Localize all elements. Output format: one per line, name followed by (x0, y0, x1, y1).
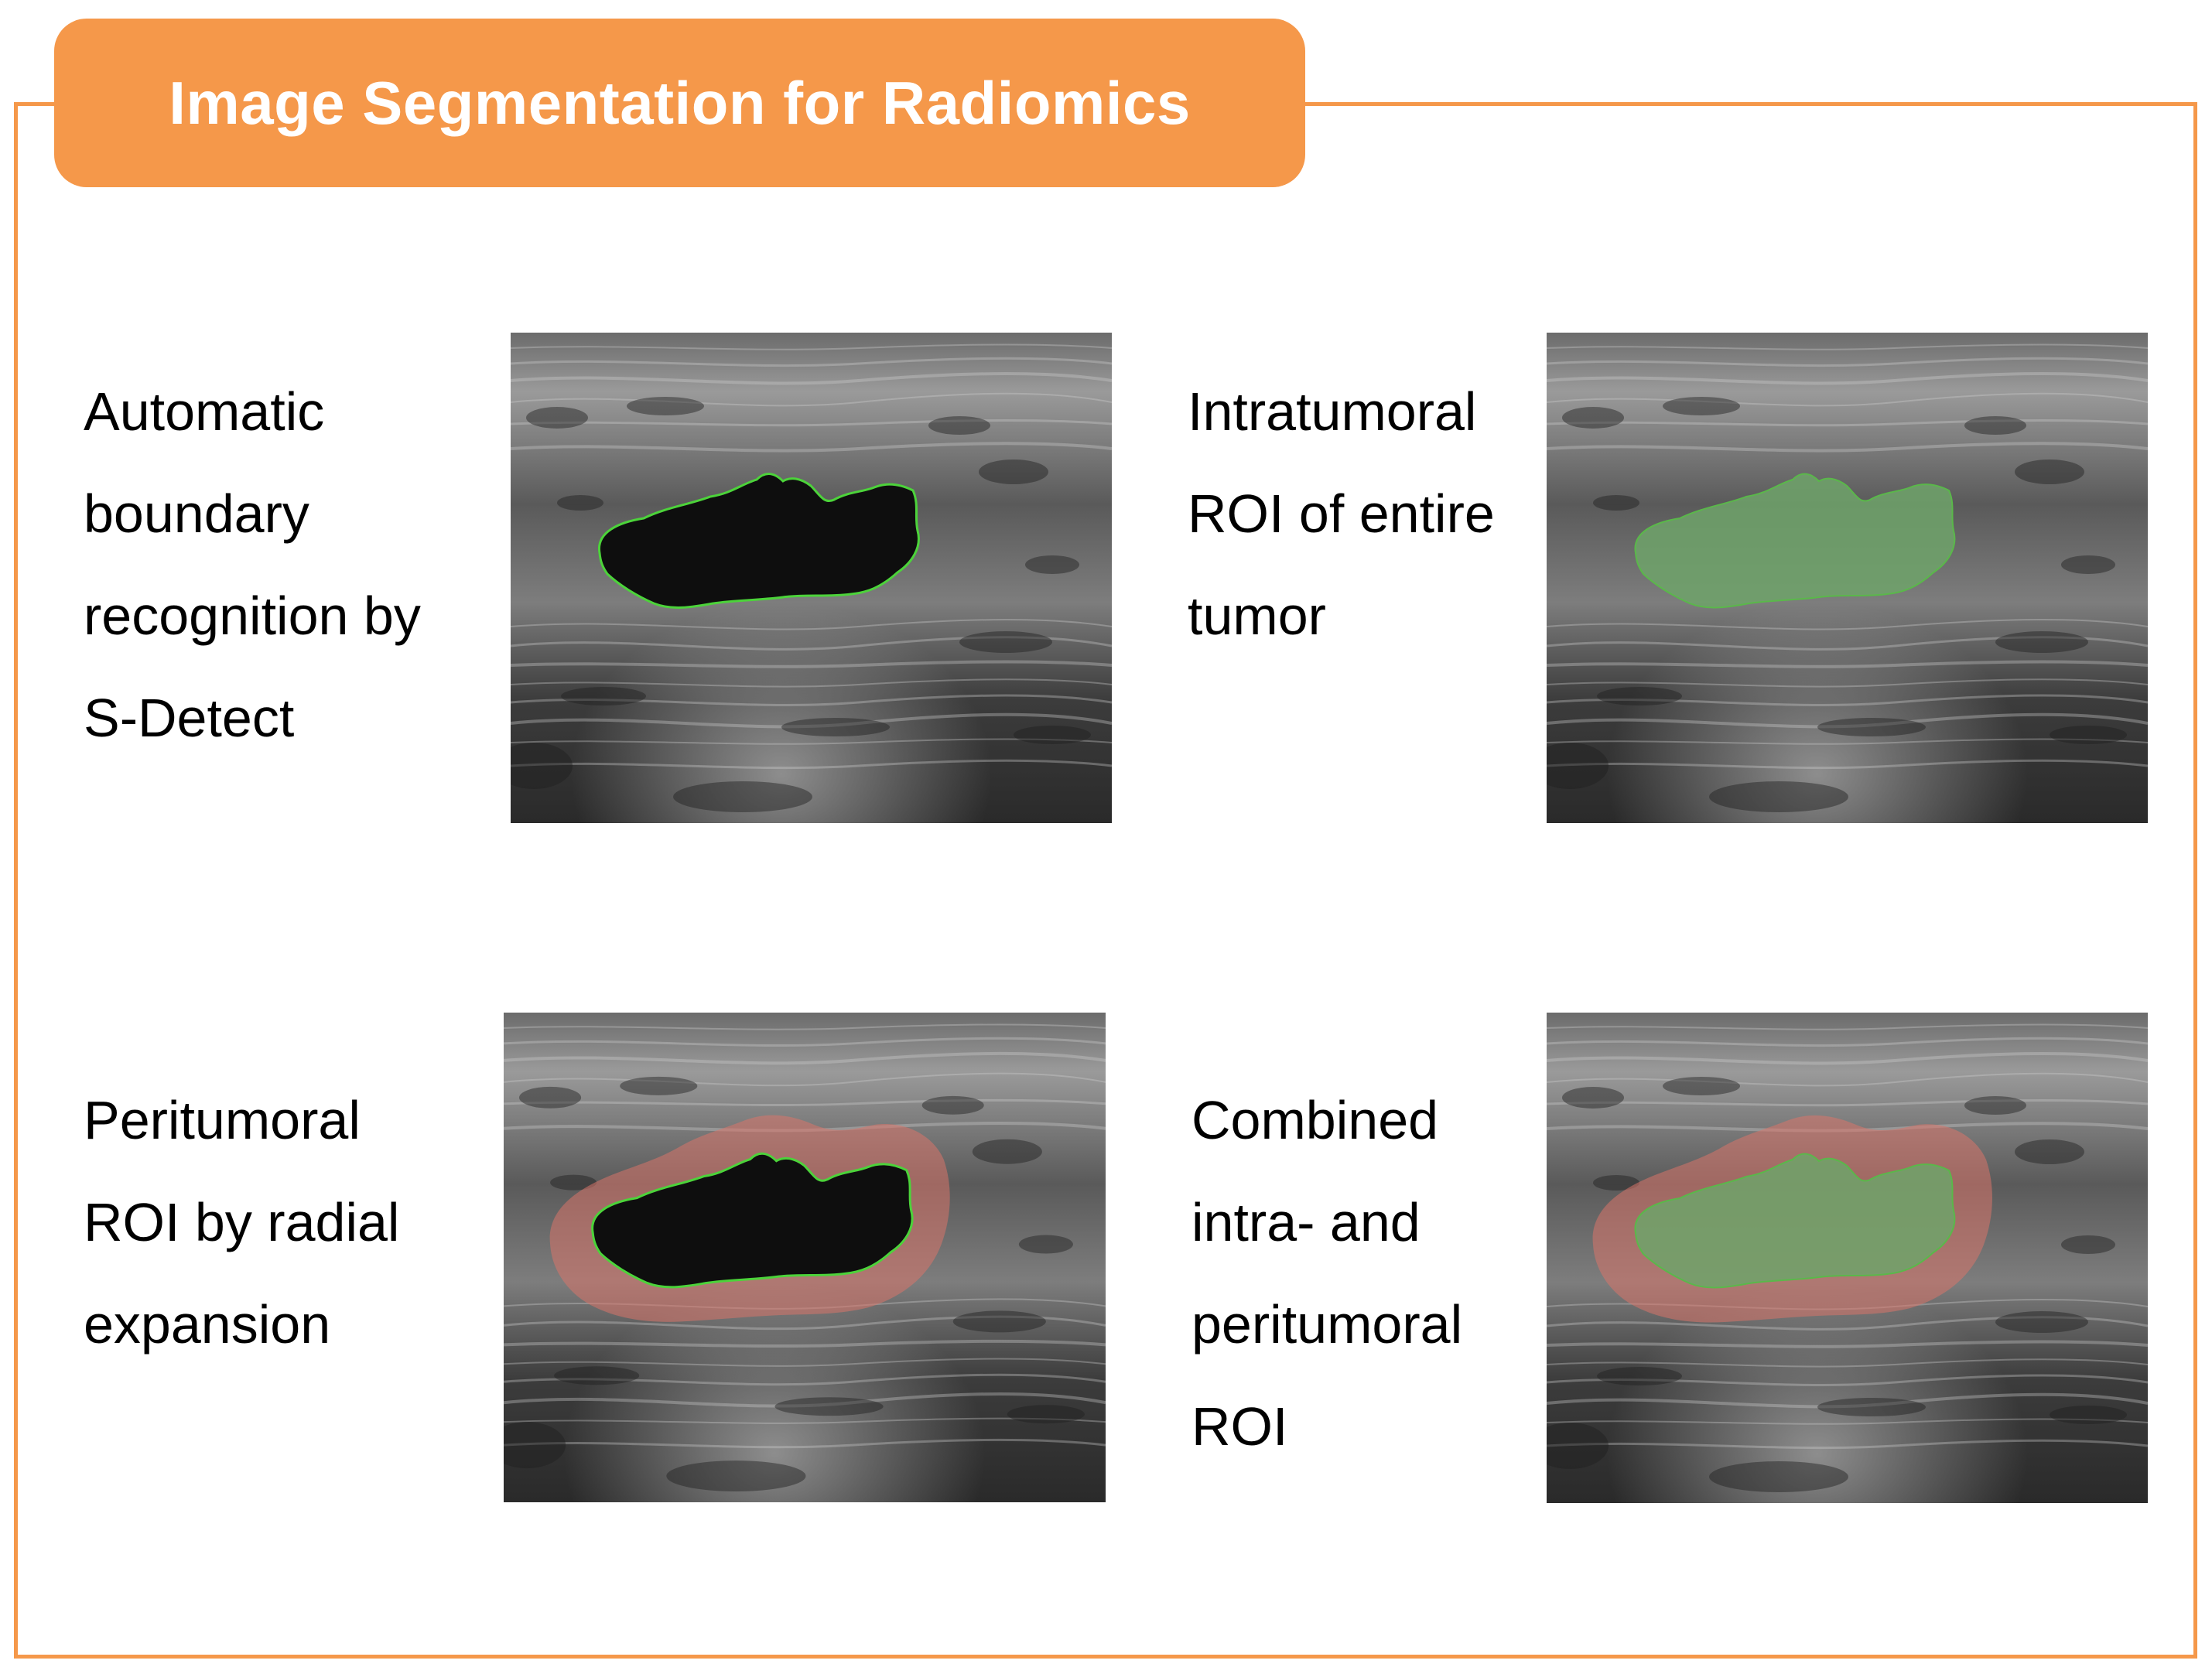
caption-line: boundary (84, 483, 309, 544)
ultrasound-intratumoral-svg (1547, 333, 2148, 823)
tumor-boundary-outline (591, 1152, 914, 1289)
intratumoral-region (1634, 1153, 1956, 1289)
caption-line: Combined (1191, 1090, 1439, 1150)
caption-line: ROI (1191, 1396, 1288, 1457)
caption-line: peritumoral (1191, 1294, 1463, 1355)
ultrasound-image-boundary (511, 333, 1112, 823)
caption-line: Intratumoral (1188, 381, 1477, 442)
caption-line: intra- and (1191, 1192, 1421, 1252)
caption-line: ROI of entire (1188, 483, 1495, 544)
caption-line: S-Detect (84, 688, 295, 748)
intratumoral-region (1634, 473, 1956, 609)
ultrasound-boundary-outline-svg (511, 333, 1112, 823)
tissue-texture (504, 1023, 1106, 1449)
tissue-texture (1547, 343, 2148, 770)
caption-boundary-recognition: Automatic boundary recognition by S-Dete… (84, 360, 421, 769)
caption-peritumoral-roi: Peritumoral ROI by radial expansion (84, 1069, 399, 1375)
ultrasound-combined-svg (1547, 1013, 2148, 1503)
caption-intratumoral-roi: Intratumoral ROI of entire tumor (1188, 360, 1495, 667)
title-banner: Image Segmentation for Radiomics (54, 19, 1305, 187)
tissue-texture (511, 343, 1112, 770)
tumor-boundary-outline (598, 473, 920, 609)
caption-line: tumor (1188, 586, 1326, 646)
caption-line: recognition by (84, 586, 421, 646)
caption-line: Automatic (84, 381, 325, 442)
caption-line: Peritumoral (84, 1090, 361, 1150)
caption-line: ROI by radial (84, 1192, 400, 1252)
ultrasound-image-intratumoral (1547, 333, 2148, 823)
caption-line: expansion (84, 1294, 331, 1355)
tissue-texture (1547, 1023, 2148, 1450)
figure-title: Image Segmentation for Radiomics (169, 68, 1191, 137)
ultrasound-peritumoral-svg (504, 1013, 1106, 1502)
ultrasound-image-combined (1547, 1013, 2148, 1503)
caption-combined-roi: Combined intra- and peritumoral ROI (1191, 1069, 1462, 1478)
ultrasound-image-peritumoral (504, 1013, 1106, 1502)
